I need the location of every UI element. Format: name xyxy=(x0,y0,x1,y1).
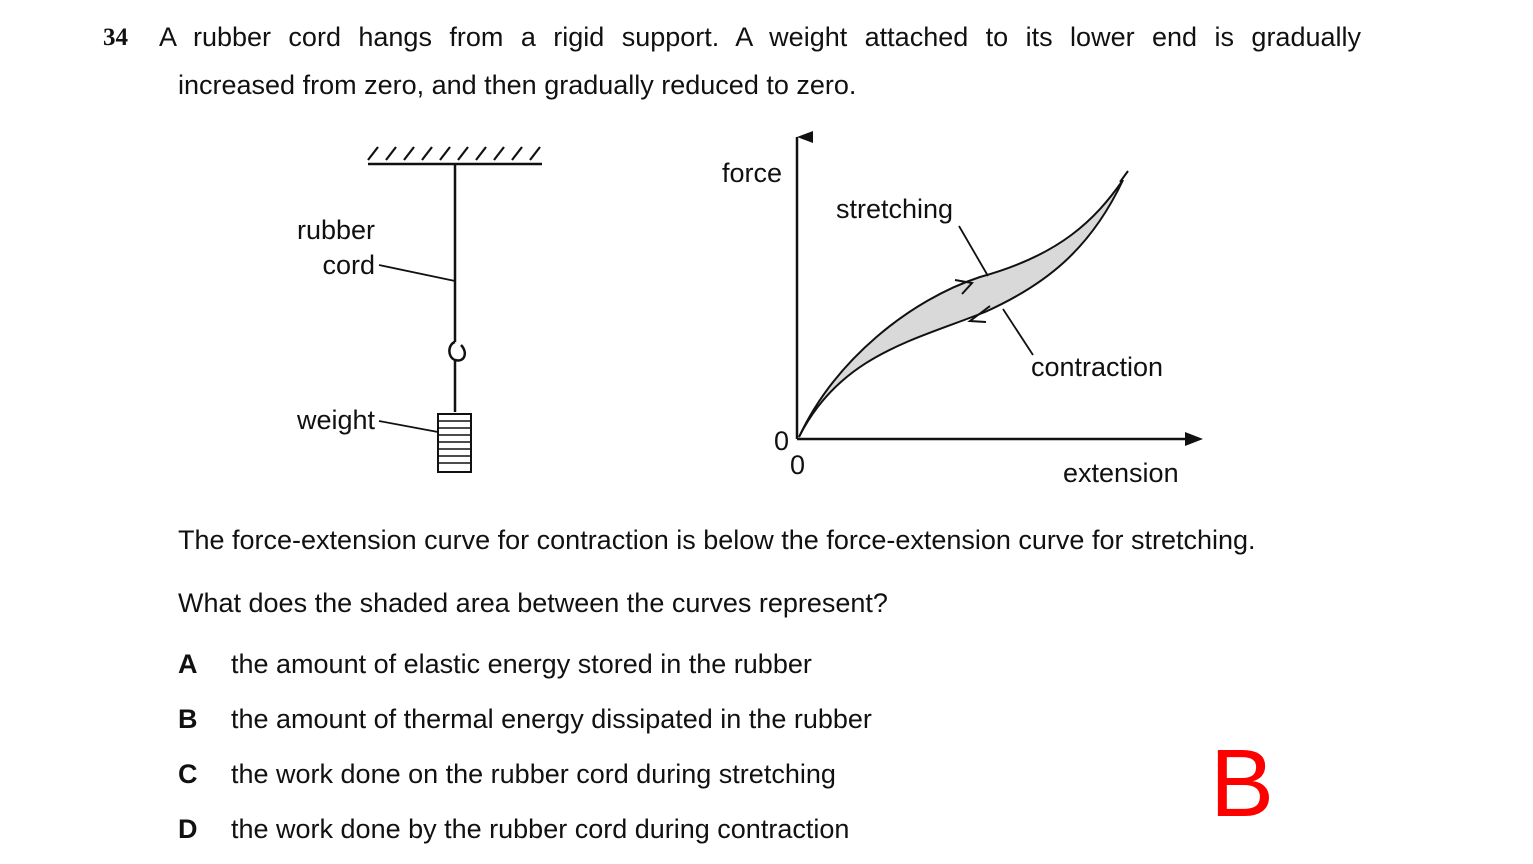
stretching-leader-line xyxy=(958,225,989,277)
question-prompt: What does the shaded area between the cu… xyxy=(178,588,888,618)
question-text-line-2: increased from zero, and then gradually … xyxy=(178,70,857,100)
curve-tip-extension xyxy=(1119,170,1129,183)
x-axis-label: extension xyxy=(1063,458,1179,488)
figure: rubber cord weight force extension 0 0 s… xyxy=(296,131,1203,488)
rigid-support xyxy=(367,146,542,166)
contraction-curve xyxy=(798,179,1124,438)
contraction-annotation: contraction xyxy=(1031,352,1163,382)
question-text-line-1: A rubber cord hangs from a rigid support… xyxy=(159,22,1361,52)
weight-leader-line xyxy=(378,420,439,433)
question-number: 34 xyxy=(103,24,128,51)
x-origin-label: 0 xyxy=(790,450,805,480)
answer-mark: B xyxy=(1210,730,1275,837)
option-letter: B xyxy=(178,704,198,734)
hysteresis-shaded-area xyxy=(799,180,1123,437)
contraction-direction-arrow xyxy=(967,305,991,323)
cord-label-line-1: rubber xyxy=(297,215,375,245)
weight-stack xyxy=(437,413,472,473)
option-text: the work done by the rubber cord during … xyxy=(231,814,850,844)
stretching-annotation: stretching xyxy=(836,194,953,224)
weight-label: weight xyxy=(296,405,376,435)
option-letter: A xyxy=(178,649,198,679)
option-text: the amount of thermal energy dissipated … xyxy=(231,704,872,734)
stretching-curve xyxy=(798,179,1124,438)
y-axis-label: force xyxy=(722,158,782,188)
option-text: the amount of elastic energy stored in t… xyxy=(231,649,812,679)
y-origin-label: 0 xyxy=(774,426,789,456)
statement-text: The force-extension curve for contractio… xyxy=(178,525,1256,555)
contraction-leader-line xyxy=(1002,308,1034,356)
x-axis-arrowhead xyxy=(1185,432,1203,446)
cord-leader-line xyxy=(378,264,456,282)
stretching-direction-arrow xyxy=(954,279,974,295)
option-letter: C xyxy=(178,759,198,789)
cord-label-line-2: cord xyxy=(322,250,375,280)
hook xyxy=(448,340,467,412)
option-letter: D xyxy=(178,814,198,844)
option-text: the work done on the rubber cord during … xyxy=(231,759,836,789)
